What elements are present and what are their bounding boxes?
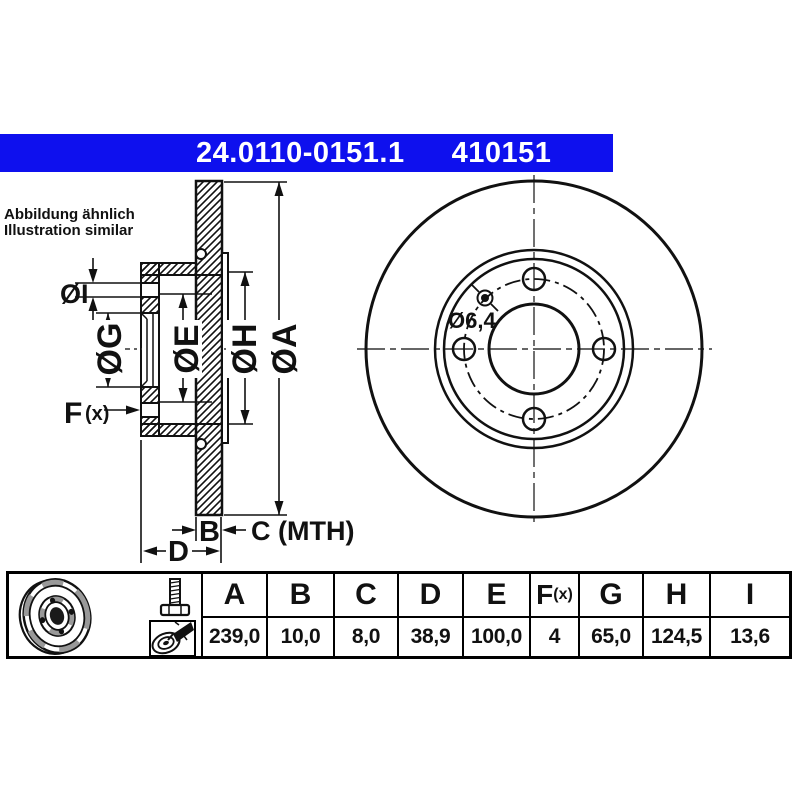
dim-label-b: B xyxy=(199,516,220,548)
bolt-icon xyxy=(159,578,191,617)
label-backings xyxy=(91,320,300,378)
dim-label-f: F xyxy=(64,397,82,430)
value-a: 239,0 xyxy=(208,625,261,648)
dim-label-a: ØA xyxy=(266,324,304,375)
part-number: 24.0110-0151.1 xyxy=(196,136,405,169)
note-line-en: Illustration similar xyxy=(4,222,134,239)
header-label-b: B xyxy=(289,578,312,611)
dim-label-f-sub: (x) xyxy=(85,403,109,425)
header-label-c: C xyxy=(355,578,377,611)
header-label-f-sub: (x) xyxy=(553,586,573,603)
table-value-d: 38,9 xyxy=(397,618,462,656)
header-label-i: I xyxy=(745,578,755,611)
header-label-a: A xyxy=(223,578,246,611)
brake-disc-icon xyxy=(18,578,92,655)
bolt-circle xyxy=(463,278,605,420)
table-header-h: H xyxy=(642,574,709,618)
header-label-h: H xyxy=(665,578,688,611)
table-value-h: 124,5 xyxy=(642,618,709,656)
fillet-notch-bottom xyxy=(195,438,207,450)
dimensions-table: A B C D E F(x) G H I 239,0 10,0 8,0 38,9… xyxy=(6,571,792,659)
table-icon-cell xyxy=(9,574,201,657)
table-header-i: I xyxy=(709,574,789,618)
locating-hole xyxy=(471,284,499,312)
value-d: 38,9 xyxy=(410,625,451,648)
header-label-e: E xyxy=(486,578,507,611)
table-value-b: 10,0 xyxy=(266,618,333,656)
similarity-note: Abbildung ähnlich Illustration similar xyxy=(4,207,135,239)
fillet-notch-top xyxy=(195,248,207,260)
value-i: 13,6 xyxy=(730,625,770,648)
dim-label-h: ØH xyxy=(226,324,264,375)
front-view-centerlines xyxy=(357,175,712,524)
hub-outer-circle xyxy=(433,248,635,450)
bolt-holes xyxy=(451,266,617,432)
table-header-f: F(x) xyxy=(529,574,578,618)
header-bar: 24.0110-0151.1 410151 xyxy=(0,134,613,172)
note-line-de: Abbildung ähnlich xyxy=(4,206,135,223)
header-label-d: D xyxy=(419,578,442,611)
table-header-c: C xyxy=(333,574,397,618)
hat-wall-section xyxy=(140,262,160,437)
marking-pen-box xyxy=(149,620,196,657)
marking-pen-icon xyxy=(151,621,194,655)
table-value-g: 65,0 xyxy=(578,618,642,656)
cross-section-view: ØI ØG ØE ØH ØA F (x) B C (MTH) D xyxy=(60,179,354,568)
table-value-i: 13,6 xyxy=(709,618,789,656)
header-label-f: F xyxy=(536,579,554,610)
value-c: 8,0 xyxy=(351,625,381,648)
table-value-a: 239,0 xyxy=(201,618,266,656)
outer-diameter-circle xyxy=(364,179,704,519)
reference-number: 410151 xyxy=(451,136,552,169)
header-label-g: G xyxy=(599,578,623,611)
locating-hole-label: Ø6,4 xyxy=(448,308,496,333)
dim-label-e: ØE xyxy=(168,324,206,373)
value-e: 100,0 xyxy=(470,625,523,648)
table-header-d: D xyxy=(397,574,462,618)
dim-label-g: ØG xyxy=(91,323,129,376)
dim-label-c: C (MTH) xyxy=(251,516,354,546)
table-header-g: G xyxy=(578,574,642,618)
value-b: 10,0 xyxy=(280,625,321,648)
value-h: 124,5 xyxy=(650,625,703,648)
table-value-e: 100,0 xyxy=(462,618,529,656)
value-g: 65,0 xyxy=(591,625,631,648)
table-header-b: B xyxy=(266,574,333,618)
table-value-f: 4 xyxy=(529,618,578,656)
table-value-c: 8,0 xyxy=(333,618,397,656)
dim-label-i: ØI xyxy=(60,279,89,309)
value-f: 4 xyxy=(548,625,561,648)
center-hole-circle xyxy=(487,302,581,396)
table-header-a: A xyxy=(201,574,266,618)
table-header-e: E xyxy=(462,574,529,618)
hub-inner-circle xyxy=(442,257,626,441)
dim-label-d: D xyxy=(168,536,189,568)
front-view: Ø6,4 xyxy=(357,175,712,524)
